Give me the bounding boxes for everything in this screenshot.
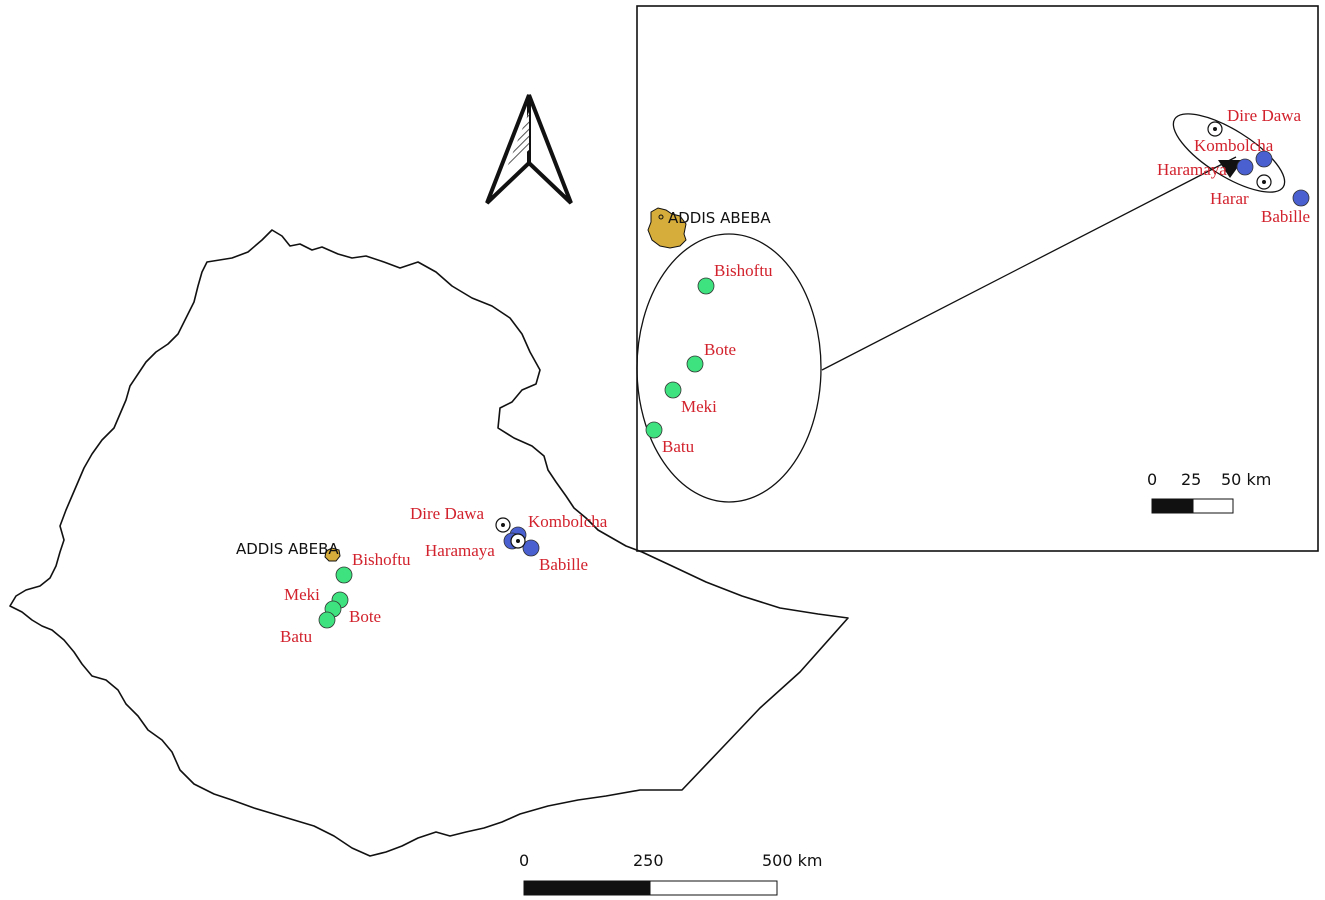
label-dire-dawa-main: Dire Dawa: [410, 504, 485, 523]
label-kombolcha-main: Kombolcha: [528, 512, 608, 531]
label-bishoftu-inset: Bishoftu: [714, 261, 773, 280]
label-batu-main: Batu: [280, 627, 313, 646]
label-harar-inset: Harar: [1210, 189, 1249, 208]
label-bote-main: Bote: [349, 607, 381, 626]
city-marker-harar-main: [510, 533, 526, 549]
label-meki-main: Meki: [284, 585, 320, 604]
zoom-connector-arrowhead: [1218, 160, 1243, 178]
city-marker-dire-dawa-inset: [1207, 121, 1223, 137]
capital-center-dot-inset: [658, 214, 664, 220]
city-marker-dire-dawa-main: [495, 517, 511, 533]
capital-area-inset: [647, 207, 687, 249]
site-marker-bote-inset: [686, 355, 704, 373]
scale-tick-50-inset: 50 km: [1221, 470, 1271, 489]
capital-label-inset: ADDIS ABEBA: [668, 209, 771, 227]
zoom-connector-line: [821, 156, 1237, 371]
scale-tick-500-main: 500 km: [762, 851, 822, 870]
label-bishoftu-main: Bishoftu: [352, 550, 411, 569]
label-bote-inset: Bote: [704, 340, 736, 359]
site-marker-haramaya-inset: [1236, 158, 1254, 176]
label-kombolcha-inset: Kombolcha: [1194, 136, 1274, 155]
scale-bar-main: 0 250 500 km: [519, 851, 822, 896]
scale-tick-250-main: 250: [633, 851, 664, 870]
capital-label-main: ADDIS ABEBA: [236, 540, 339, 558]
site-marker-babille: [522, 539, 540, 557]
site-marker-batu-inset: [645, 421, 663, 439]
site-marker-meki-inset: [664, 381, 682, 399]
site-marker-bishoftu: [335, 566, 353, 584]
label-batu-inset: Batu: [662, 437, 695, 456]
scale-bar-inset: 0 25 50 km: [1147, 470, 1271, 514]
site-marker-bishoftu-inset: [697, 277, 715, 295]
scale-tick-0-inset: 0: [1147, 470, 1157, 489]
inset-cluster-ellipse-east: [1172, 113, 1286, 193]
label-dire-dawa-inset: Dire Dawa: [1227, 106, 1302, 125]
scale-tick-0-main: 0: [519, 851, 529, 870]
label-haramaya-inset: Haramaya: [1157, 160, 1227, 179]
inset-cluster-ellipse-west: [636, 233, 822, 503]
label-babille-inset: Babille: [1261, 207, 1310, 226]
city-marker-harar-inset: [1256, 174, 1272, 190]
north-arrow-icon: [485, 94, 573, 205]
label-meki-inset: Meki: [681, 397, 717, 416]
site-marker-batu: [318, 611, 336, 629]
capital-area-main: [324, 547, 341, 562]
scale-tick-25-inset: 25: [1181, 470, 1201, 489]
country-outline: [9, 229, 849, 857]
label-haramaya-main: Haramaya: [425, 541, 495, 560]
label-babille-main: Babille: [539, 555, 588, 574]
site-marker-kombolcha-inset: [1255, 150, 1273, 168]
inset-frame: [636, 5, 1319, 552]
site-marker-babille-inset: [1292, 189, 1310, 207]
